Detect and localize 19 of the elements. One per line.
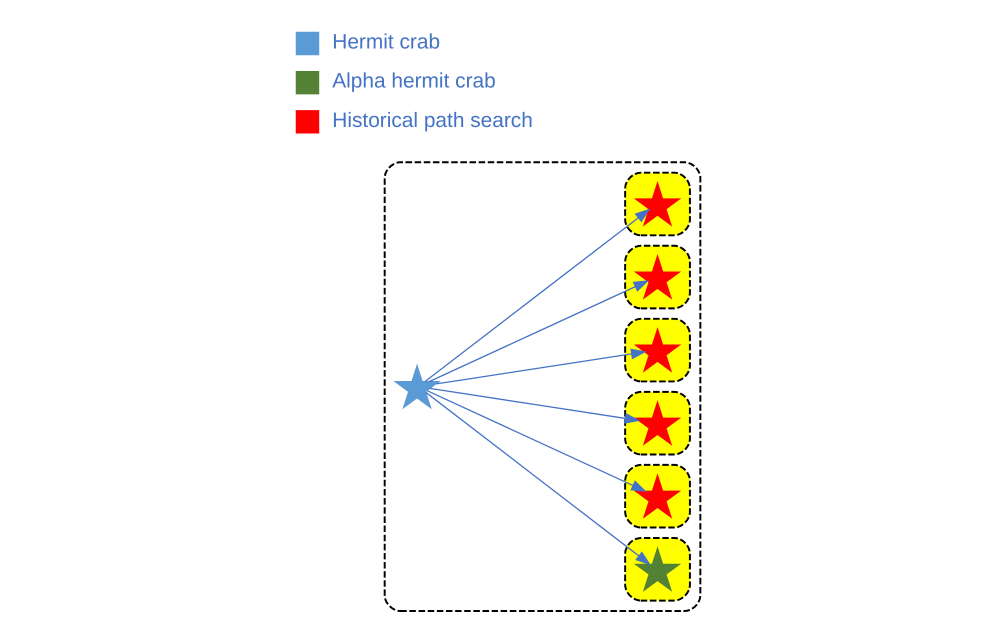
cluster (624, 536, 691, 602)
node-star (634, 400, 682, 446)
cluster (624, 464, 691, 528)
arrow (428, 280, 650, 382)
node-star (634, 473, 682, 519)
node-star (393, 364, 441, 410)
cluster (384, 161, 702, 612)
arrow (424, 208, 650, 382)
arrow (425, 392, 651, 566)
cluster (624, 244, 691, 310)
arrow (436, 348, 647, 385)
cluster (624, 318, 691, 382)
arrow (430, 388, 640, 424)
legend-label: Alpha hermit crab (332, 70, 496, 93)
legend-label: Hermit crab (332, 30, 440, 54)
arrow (427, 390, 647, 492)
legend-label: Historical path search (332, 108, 533, 132)
node-star (634, 327, 682, 373)
cluster (624, 172, 691, 236)
